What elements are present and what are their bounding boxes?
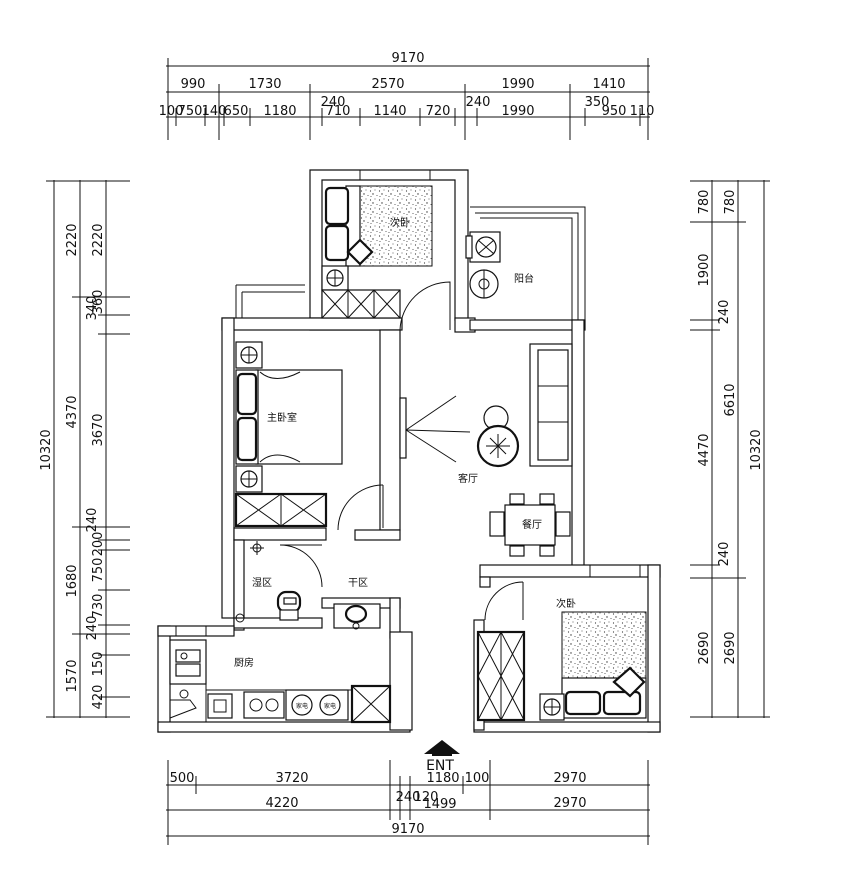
label-appliance-b: 家电 [324, 702, 336, 710]
dim-top-r2-9: 240 [466, 95, 491, 110]
right-dimensions: 780 1900 240 4470 240 2690 780 6610 2690… [690, 180, 770, 718]
dim-right-inner-1: 1900 [697, 253, 712, 286]
dim-right-inner-4: 240 [717, 542, 732, 567]
dim-right-outer-1: 6610 [723, 383, 738, 416]
dim-bottom-r2-0: 4220 [265, 796, 298, 811]
dim-right-inner-5: 2690 [697, 631, 712, 664]
kitchen-fixtures: 厨房 家电 家电 [169, 639, 392, 724]
entrance-label: ENT [426, 758, 454, 774]
bed [255, 369, 343, 465]
dim-top-r2-12: 950 [602, 104, 627, 119]
master-bedroom-furniture: 主卧室 [234, 341, 343, 528]
dim-right-inner-3: 4470 [697, 433, 712, 466]
dim-top-r2-5: 240 [321, 95, 346, 110]
top-bedroom-furniture: 次卧 [321, 185, 433, 319]
dim-bottom-r1-4: 2970 [553, 771, 586, 786]
bathroom-fixtures: 湿区 干区 [235, 541, 381, 630]
dim-top-r1-3: 1990 [501, 77, 534, 92]
dim-right-inner-0: 780 [697, 190, 712, 215]
top-dimensions: 9170 990 1730 2570 1990 1410 100 750 140… [159, 51, 655, 140]
dim-top-r2-0: 100 [159, 104, 184, 119]
dim-top-total: 9170 [391, 51, 424, 66]
dim-left-inner-8: 240 [85, 616, 100, 641]
dim-left-outer-0: 2220 [65, 223, 80, 256]
bottom-dimensions: 500 3720 1180 100 2970 4220 240 120 1499… [166, 760, 650, 845]
dim-top-r1-4: 1410 [592, 77, 625, 92]
dining-table [489, 493, 571, 557]
dim-bottom-r2-2: 1499 [423, 797, 456, 812]
living-room-furniture: 客厅 餐厅 [399, 343, 573, 557]
dim-right-outer-0: 780 [723, 190, 738, 215]
dim-right-outer-2: 2690 [723, 631, 738, 664]
dim-left-inner-10: 420 [91, 685, 106, 710]
dim-left-inner-0: 2220 [91, 223, 106, 256]
label-kitchen: 厨房 [234, 656, 254, 669]
dim-left-outer-1: 4370 [65, 395, 80, 428]
dim-top-r2-2: 140 [202, 104, 227, 119]
dim-left-inner-5: 200 [91, 532, 106, 557]
tv-cabinet [399, 397, 407, 459]
dim-bottom-r1-1: 3720 [275, 771, 308, 786]
dim-left-outer-3: 1570 [65, 659, 80, 692]
dim-left-inner-6: 750 [91, 558, 106, 583]
left-dimensions: 10320 2220 4370 1680 1570 2220 340 360 3… [39, 180, 130, 718]
dim-bottom-r2-small: 120 [414, 790, 439, 805]
dim-left-outer-2: 1680 [65, 564, 80, 597]
balcony-fixtures: 阳台 [465, 231, 534, 299]
dim-top-r1-1: 1730 [248, 77, 281, 92]
washbasin [344, 604, 368, 624]
label-second-bedroom-bottom: 次卧 [556, 597, 576, 610]
gas-stove [243, 691, 285, 719]
dim-left-inner-2: 360 [91, 290, 106, 315]
dim-top-r1-0: 990 [181, 77, 206, 92]
dim-top-r2-7: 1140 [373, 104, 406, 119]
dim-top-r2-13: 110 [630, 104, 655, 119]
dim-left-inner-4: 240 [85, 508, 100, 533]
dim-top-r1-2: 2570 [371, 77, 404, 92]
dim-top-r2-1: 750 [178, 104, 203, 119]
label-wet-area: 湿区 [252, 577, 272, 589]
dim-top-r2-10: 1990 [501, 104, 534, 119]
label-appliance-a: 家电 [296, 702, 308, 710]
label-second-bedroom-top: 次卧 [390, 216, 410, 229]
dim-bottom-r1-3: 100 [465, 771, 490, 786]
dim-left-inner-9: 150 [91, 652, 106, 677]
bottom-bedroom-furniture: 次卧 [476, 597, 647, 722]
entrance: ENT [424, 740, 460, 774]
dim-top-r2-6: 710 [326, 104, 351, 119]
dim-bottom-r2-1: 240 [396, 790, 421, 805]
dim-top-r2-11: 350 [585, 95, 610, 110]
entrance-arrow-icon [424, 740, 460, 754]
dim-top-r2-8: 720 [426, 104, 451, 119]
label-dry-area: 干区 [348, 577, 368, 589]
label-dining-room: 餐厅 [522, 518, 542, 531]
dim-right-outer-total: 10320 [749, 429, 764, 470]
dim-top-r2-3: 650 [224, 104, 249, 119]
label-living-room: 客厅 [458, 472, 478, 485]
dim-top-r2-4: 1180 [263, 104, 296, 119]
label-master-bedroom: 主卧室 [267, 411, 297, 424]
appliance-a [291, 694, 313, 716]
doors [279, 281, 524, 621]
dim-bottom-r1-2: 1180 [426, 771, 459, 786]
dim-left-inner-7: 730 [91, 594, 106, 619]
appliance-b [319, 694, 341, 716]
dim-right-inner-2: 240 [717, 300, 732, 325]
left-inner-labels: 2220 340 360 3670 240 200 750 730 240 15… [85, 223, 106, 709]
dim-left-inner-1: 340 [85, 296, 100, 321]
dim-left-inner-3: 3670 [91, 413, 106, 446]
dim-left-outer-total: 10320 [39, 429, 54, 470]
label-balcony: 阳台 [514, 272, 534, 285]
left-outer-labels: 10320 2220 4370 1680 1570 [39, 223, 80, 692]
dim-bottom-r1-0: 500 [170, 771, 195, 786]
dim-bottom-r2-3: 2970 [553, 796, 586, 811]
walls [157, 169, 661, 733]
dim-bottom-total: 9170 [391, 822, 424, 837]
